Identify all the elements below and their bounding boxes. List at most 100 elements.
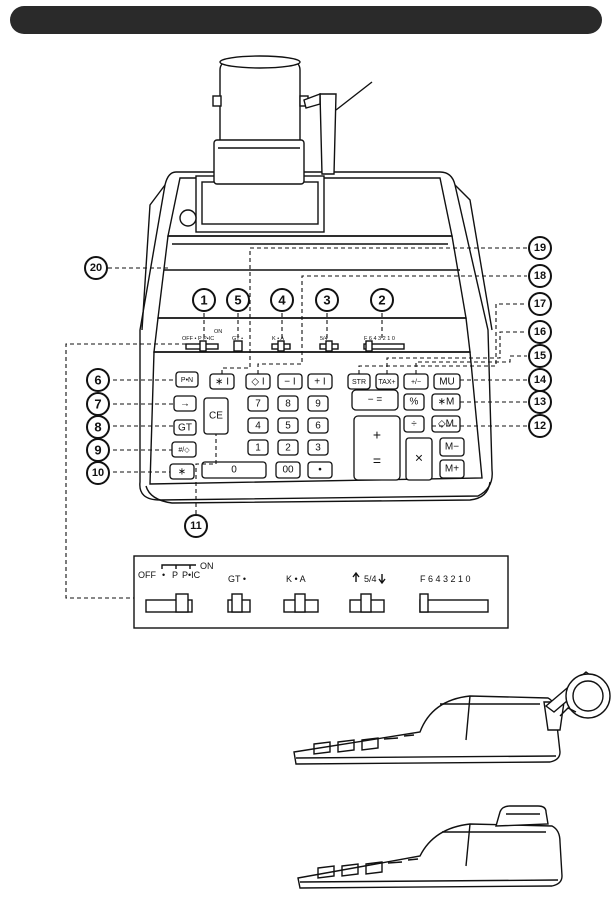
callout-14: 14 bbox=[529, 369, 551, 391]
detail-round-switch[interactable] bbox=[361, 594, 371, 612]
key-plus-i-label: + I bbox=[314, 377, 325, 388]
callout-15: 15 bbox=[529, 345, 551, 367]
callout-9: 9 bbox=[87, 439, 109, 461]
key-hash-label: #/◇ bbox=[178, 447, 190, 454]
key-9-label: 9 bbox=[315, 399, 321, 410]
detail-off-label: OFF bbox=[138, 570, 156, 580]
svg-text:8: 8 bbox=[94, 420, 101, 435]
detail-decimal-label: F 6 4 3 2 1 0 bbox=[420, 574, 471, 584]
svg-text:17: 17 bbox=[534, 298, 546, 310]
svg-text:20: 20 bbox=[90, 262, 102, 274]
key-xm-label: ∗M bbox=[438, 397, 455, 408]
callout-2: 2 bbox=[371, 289, 393, 311]
strip-print-label: OFF • P P•IC bbox=[182, 336, 214, 342]
detail-p-label: P bbox=[172, 570, 178, 580]
paper-roll bbox=[213, 56, 308, 184]
key-plus-minus-label: +/− bbox=[411, 379, 421, 386]
key-equals-top-label: − = bbox=[368, 395, 383, 406]
key-dot-label: • bbox=[318, 465, 322, 476]
callout-4: 4 bbox=[271, 289, 293, 311]
callout-5: 5 bbox=[227, 289, 249, 311]
key-4-label: 4 bbox=[255, 421, 261, 432]
strip-decimal-switch[interactable] bbox=[366, 341, 372, 351]
callout-10: 10 bbox=[87, 462, 109, 484]
key-plus-equals[interactable] bbox=[354, 416, 400, 480]
key-subtotal-label: ∗ I bbox=[215, 377, 229, 388]
detail-gt-label: GT • bbox=[228, 574, 246, 584]
callout-12: 12 bbox=[529, 415, 551, 437]
callout-18: 18 bbox=[529, 265, 551, 287]
detail-pic-label: P•IC bbox=[182, 570, 201, 580]
detail-ka-label: K • A bbox=[286, 574, 306, 584]
callout-16: 16 bbox=[529, 321, 551, 343]
keypad: P•N ∗ I ◇ I − I + I STR TAX+ +/− MU → GT… bbox=[170, 372, 464, 480]
callout-1: 1 bbox=[193, 289, 215, 311]
strip-print-on-label: ON bbox=[214, 329, 222, 335]
detail-dot-label: • bbox=[162, 570, 165, 580]
svg-text:12: 12 bbox=[534, 420, 546, 432]
key-8-label: 8 bbox=[285, 399, 291, 410]
key-6-label: 6 bbox=[315, 421, 321, 432]
key-print-n-label: P•N bbox=[181, 377, 193, 384]
svg-text:14: 14 bbox=[534, 374, 547, 386]
key-2-label: 2 bbox=[285, 443, 291, 454]
svg-text:3: 3 bbox=[323, 293, 330, 308]
key-m-minus-label: M− bbox=[445, 442, 459, 453]
callout-11: 11 bbox=[185, 515, 207, 537]
callout-8: 8 bbox=[87, 416, 109, 438]
detail-print-switch[interactable] bbox=[176, 594, 188, 612]
key-star-label: ∗ bbox=[178, 467, 186, 478]
svg-text:9: 9 bbox=[94, 443, 101, 458]
callout-19: 19 bbox=[529, 237, 551, 259]
key-plus-label: + bbox=[373, 427, 381, 443]
strip-print-switch[interactable] bbox=[200, 341, 206, 351]
strip-round-switch[interactable] bbox=[326, 341, 332, 351]
callout-7: 7 bbox=[87, 393, 109, 415]
key-times-label: × bbox=[415, 450, 423, 466]
key-00-label: 00 bbox=[282, 465, 294, 476]
key-equals-label: = bbox=[373, 453, 381, 469]
svg-text:13: 13 bbox=[534, 396, 546, 408]
svg-text:1: 1 bbox=[200, 293, 207, 308]
callout-13: 13 bbox=[529, 391, 551, 413]
key-0-label: 0 bbox=[231, 465, 237, 476]
callout-20: 20 bbox=[85, 257, 107, 279]
strip-gt-switch[interactable] bbox=[234, 341, 242, 351]
svg-text:2: 2 bbox=[378, 293, 385, 308]
key-mu-label: MU bbox=[439, 377, 455, 388]
svg-text:4: 4 bbox=[278, 293, 286, 308]
key-dm-label: ◇M bbox=[438, 419, 454, 430]
side-view-folded bbox=[298, 806, 562, 888]
svg-text:15: 15 bbox=[534, 350, 546, 362]
key-minus-i-label: − I bbox=[284, 377, 295, 388]
detail-on-label: ON bbox=[200, 561, 214, 571]
key-gt-label: GT bbox=[178, 423, 192, 434]
detail-gt-switch[interactable] bbox=[232, 594, 242, 612]
key-3-label: 3 bbox=[315, 443, 321, 454]
svg-text:5: 5 bbox=[234, 293, 241, 308]
key-7-label: 7 bbox=[255, 399, 261, 410]
callout-6: 6 bbox=[87, 369, 109, 391]
svg-text:7: 7 bbox=[94, 397, 101, 412]
key-ce-label: CE bbox=[209, 411, 223, 422]
side-view-raised bbox=[294, 672, 610, 764]
key-percent-label: % bbox=[410, 397, 419, 408]
key-divide-label: ÷ bbox=[411, 419, 417, 430]
switch-detail-box: OFF • P P•IC ON GT • K • A 5/4 F 6 4 3 2… bbox=[134, 556, 508, 628]
detail-round-label: 5/4 bbox=[364, 574, 377, 584]
svg-text:16: 16 bbox=[534, 326, 546, 338]
callout-17: 17 bbox=[529, 293, 551, 315]
key-diamond-label: ◇ I bbox=[251, 377, 264, 388]
key-arrow-label: → bbox=[180, 399, 190, 410]
key-5-label: 5 bbox=[285, 421, 291, 432]
detail-decimal-switch[interactable] bbox=[420, 594, 428, 612]
callout-3: 3 bbox=[316, 289, 338, 311]
strip-ka-switch[interactable] bbox=[278, 341, 284, 351]
svg-text:6: 6 bbox=[94, 373, 101, 388]
svg-text:19: 19 bbox=[534, 242, 546, 254]
key-str-label: STR bbox=[352, 379, 366, 386]
detail-ka-switch[interactable] bbox=[295, 594, 305, 612]
paper-holder-arm bbox=[304, 82, 372, 174]
key-m-plus-label: M+ bbox=[445, 464, 459, 475]
